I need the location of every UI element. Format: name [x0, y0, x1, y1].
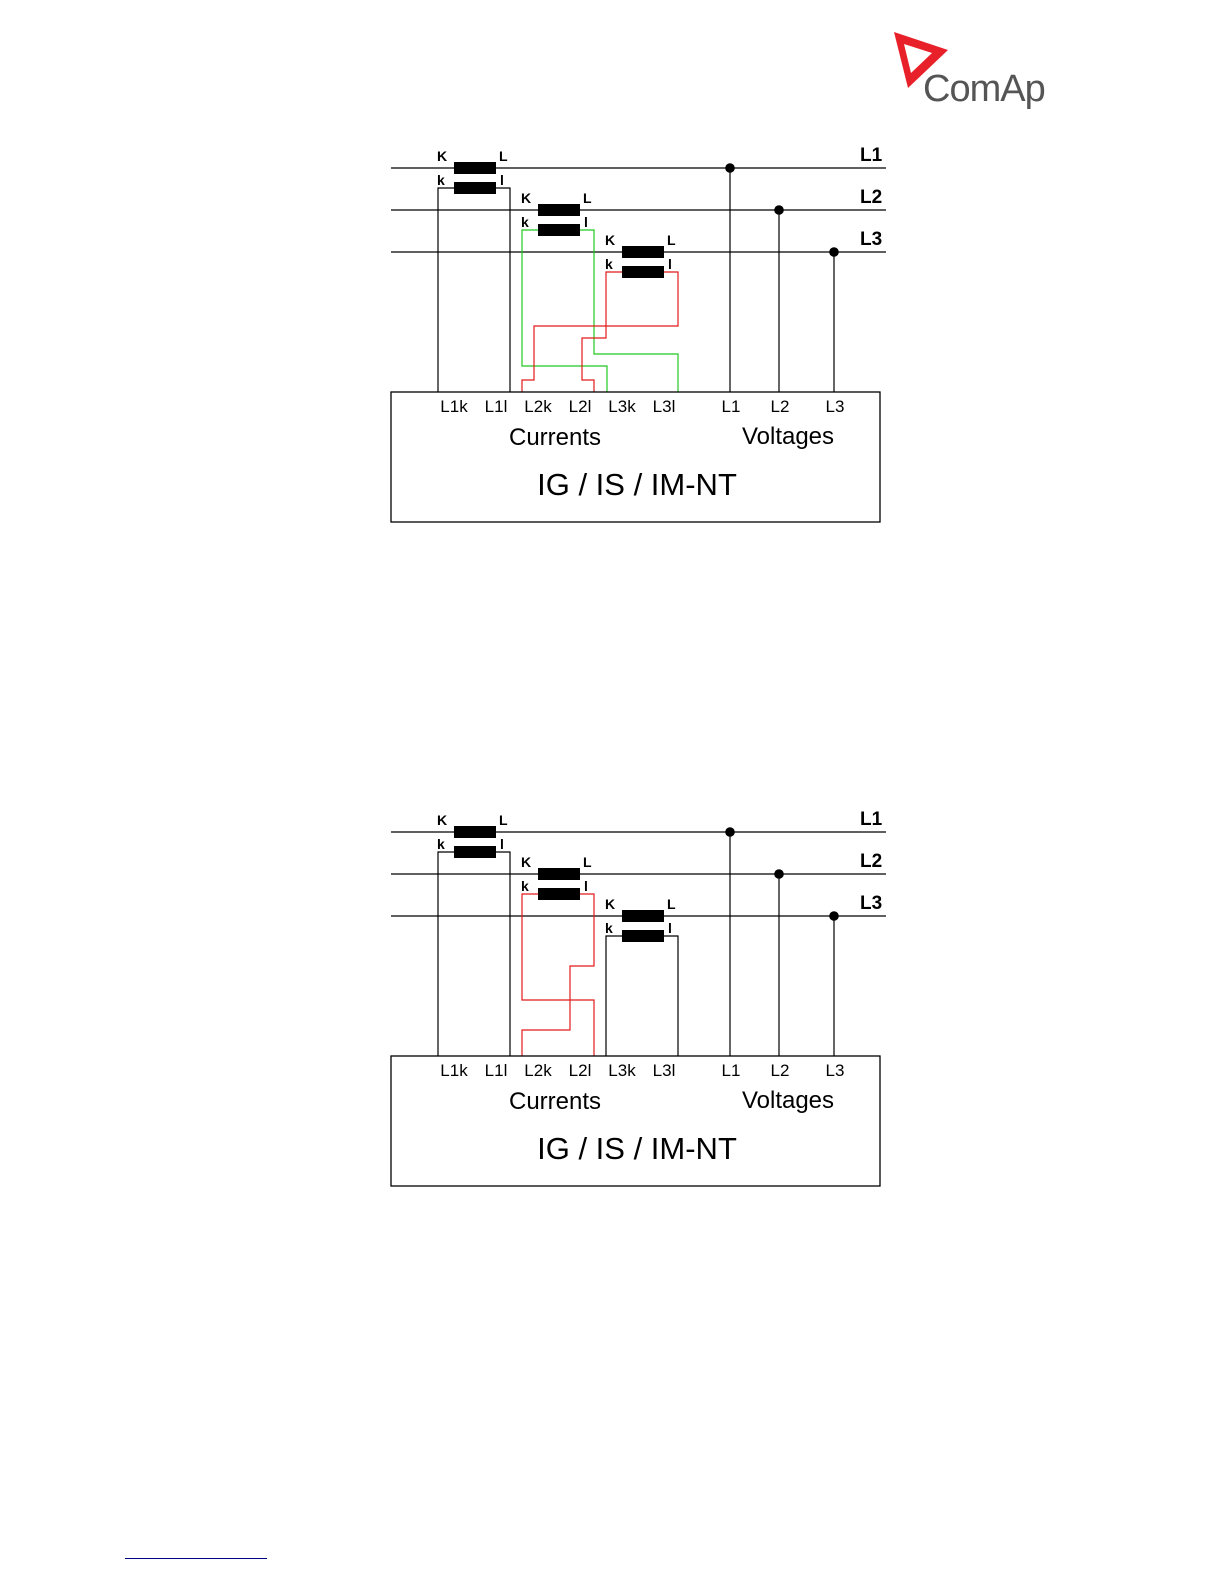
terminal-labels: L1k L1l L2k L2l L3k L3l L1 L2 L3	[440, 1061, 844, 1080]
device-name: IG / IS / IM-NT	[537, 467, 737, 502]
svg-text:k: k	[605, 256, 613, 272]
svg-text:K: K	[437, 148, 447, 164]
svg-text:l: l	[500, 836, 504, 852]
ct1-secondary-wires	[438, 188, 510, 392]
terminal-l1l: L1l	[485, 397, 508, 416]
svg-text:k: k	[437, 172, 445, 188]
phase-label-l3: L3	[860, 893, 882, 914]
comap-logo: ComAp	[890, 28, 1070, 118]
svg-text:K: K	[605, 232, 615, 248]
phase-label-l2: L2	[860, 851, 882, 872]
terminal-l2k: L2k	[524, 1061, 552, 1080]
current-transformer-l3: K k L l	[605, 896, 676, 942]
terminal-l2l: L2l	[569, 397, 592, 416]
wiring-diagram-correct: L1 L2 L3 K k L l K k L l K k L l	[386, 130, 896, 530]
current-transformer-l1: K k L l	[437, 148, 508, 194]
voltage-taps	[726, 164, 838, 392]
current-transformer-l2: K k L l	[521, 190, 592, 236]
svg-text:L: L	[667, 896, 676, 912]
svg-text:l: l	[668, 256, 672, 272]
current-transformer-l2: K k L l	[521, 854, 592, 900]
svg-text:l: l	[668, 920, 672, 936]
svg-text:l: l	[584, 878, 588, 894]
terminal-v-l1: L1	[722, 1061, 741, 1080]
ct1-secondary-wires	[438, 852, 510, 1056]
terminal-v-l1: L1	[722, 397, 741, 416]
phase-label-l2: L2	[860, 187, 882, 208]
voltage-taps	[726, 828, 838, 1056]
group-label-voltages: Voltages	[742, 423, 834, 450]
svg-text:L: L	[583, 854, 592, 870]
svg-text:K: K	[437, 812, 447, 828]
ct2-secondary-wires-red	[522, 894, 594, 1056]
phase-lines	[391, 168, 886, 252]
svg-text:l: l	[584, 214, 588, 230]
terminal-v-l2: L2	[771, 397, 790, 416]
logo-text: ComAp	[923, 68, 1045, 111]
terminal-l1k: L1k	[440, 397, 468, 416]
terminal-l3k: L3k	[608, 1061, 636, 1080]
current-transformer-l1: K k L l	[437, 812, 508, 858]
terminal-l3k: L3k	[608, 397, 636, 416]
svg-text:K: K	[521, 854, 531, 870]
terminal-v-l3: L3	[826, 1061, 845, 1080]
svg-text:K: K	[605, 896, 615, 912]
group-label-currents: Currents	[509, 424, 601, 451]
phase-label-l3: L3	[860, 229, 882, 250]
svg-text:k: k	[605, 920, 613, 936]
terminal-l1l: L1l	[485, 1061, 508, 1080]
phase-label-l1: L1	[860, 145, 883, 166]
terminal-l2k: L2k	[524, 397, 552, 416]
svg-text:k: k	[521, 214, 529, 230]
wiring-diagram-incorrect: L1 L2 L3 K k L l K k L l K k L l	[386, 794, 896, 1194]
terminal-v-l3: L3	[826, 397, 845, 416]
current-transformer-l3: K k L l	[605, 232, 676, 278]
terminal-labels: L1k L1l L2k L2l L3k L3l L1 L2 L3	[440, 397, 844, 416]
svg-text:K: K	[521, 190, 531, 206]
terminal-l2l: L2l	[569, 1061, 592, 1080]
footnote-separator	[125, 1558, 267, 1559]
terminal-l3l: L3l	[653, 397, 676, 416]
svg-text:L: L	[499, 812, 508, 828]
group-label-currents: Currents	[509, 1088, 601, 1115]
ct3-secondary-wires-red	[522, 272, 678, 392]
svg-text:l: l	[500, 172, 504, 188]
terminal-v-l2: L2	[771, 1061, 790, 1080]
group-label-voltages: Voltages	[742, 1087, 834, 1114]
device-name: IG / IS / IM-NT	[537, 1131, 737, 1166]
terminal-l1k: L1k	[440, 1061, 468, 1080]
svg-text:k: k	[521, 878, 529, 894]
terminal-l3l: L3l	[653, 1061, 676, 1080]
phase-label-l1: L1	[860, 809, 883, 830]
svg-text:L: L	[667, 232, 676, 248]
svg-text:L: L	[583, 190, 592, 206]
svg-text:k: k	[437, 836, 445, 852]
svg-text:L: L	[499, 148, 508, 164]
ct3-secondary-wires	[606, 936, 678, 1056]
phase-lines	[391, 832, 886, 916]
